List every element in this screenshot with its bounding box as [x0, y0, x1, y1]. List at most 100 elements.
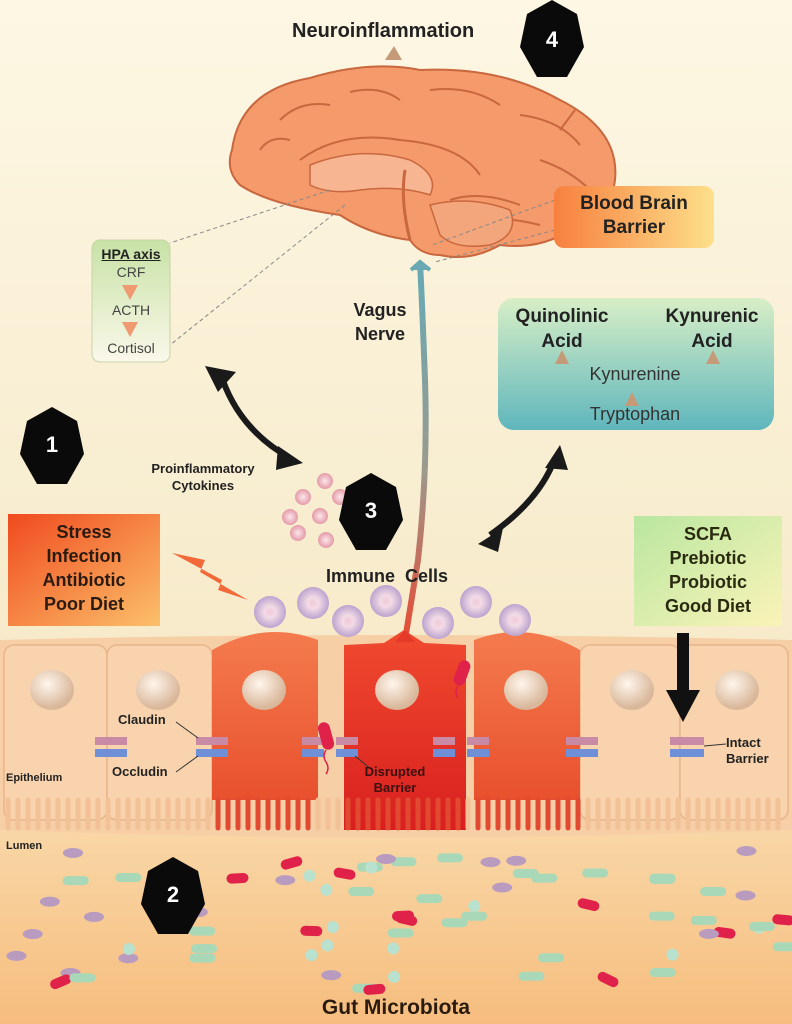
round-bacterium — [468, 900, 481, 913]
round-bacterium — [122, 942, 135, 955]
epithelial-cells-left — [3, 644, 213, 821]
infection-line: Infection — [46, 546, 122, 566]
hpa-cortisol: Cortisol — [107, 340, 155, 356]
round-bacterium — [388, 970, 401, 983]
step-4-marker: 4 — [545, 27, 559, 52]
purple-bacterium — [698, 928, 719, 939]
arrow-head-immune — [478, 528, 503, 552]
hpa-heading: HPA axis — [101, 246, 161, 262]
cytokines-line-1: Proinflammatory — [151, 461, 255, 476]
green-bacterium — [189, 953, 216, 963]
step-1-marker: 1 — [45, 432, 59, 457]
bbb-line-1: Blood Brain — [580, 193, 688, 214]
kynurenic-line-2: Acid — [691, 331, 733, 352]
microvilli-inflamed — [215, 797, 581, 831]
arrow-head-cytokines — [276, 446, 303, 470]
stress-line: Stress — [56, 522, 112, 542]
inflamed-cell-right — [474, 632, 580, 800]
tight-junctions — [95, 737, 704, 757]
purple-bacterium — [735, 890, 756, 901]
step-markers — [20, 0, 584, 934]
hpa-arrow-1 — [122, 285, 138, 300]
green-bacterium — [690, 915, 717, 925]
immune-cells-label: Immune Cells — [326, 566, 449, 586]
gut-microbes — [6, 845, 792, 995]
round-bacterium — [303, 869, 316, 882]
pathogenic-bacterium — [577, 898, 600, 911]
green-bacterium — [441, 918, 468, 928]
probiotic-line: Probiotic — [668, 572, 747, 592]
arrow-head-kynurenine — [545, 445, 568, 470]
scfa-line: SCFA — [683, 524, 732, 544]
prebiotic-line: Prebiotic — [669, 548, 747, 568]
claudin-label: Claudin — [118, 712, 166, 727]
round-bacterium — [305, 949, 318, 962]
disrupted-cell — [344, 630, 466, 830]
disrupted-line-2: Barrier — [373, 780, 417, 795]
green-bacterium — [518, 971, 545, 981]
kynurenic-line-1: Kynurenic — [665, 306, 759, 327]
round-bacterium — [326, 921, 339, 934]
green-bacterium — [582, 868, 609, 878]
green-bacterium — [69, 973, 96, 983]
green-bacterium — [436, 853, 463, 863]
protective-factors-text: SCFA Prebiotic Probiotic Good Diet — [634, 522, 782, 618]
lumen-region — [0, 820, 792, 1024]
kynurenine-label: Kynurenine — [589, 364, 681, 384]
lumen-label: Lumen — [6, 840, 43, 852]
good-diet-line: Good Diet — [665, 596, 751, 616]
green-bacterium — [390, 857, 417, 867]
hpa-axis-box — [91, 239, 171, 363]
pathogenic-bacterium — [772, 914, 792, 926]
green-bacterium — [700, 887, 727, 897]
green-bacterium — [649, 968, 676, 978]
tryptophan-label: Tryptophan — [589, 404, 681, 424]
brain-dashed-lines — [169, 189, 556, 346]
purple-bacterium — [321, 970, 342, 981]
intact-barrier-label: Intact Barrier — [726, 735, 769, 767]
purple-bacterium — [480, 857, 501, 868]
purple-bacterium — [39, 896, 60, 907]
step-3-marker: 3 — [364, 498, 378, 523]
round-bacterium — [666, 948, 679, 961]
green-bacterium — [461, 911, 488, 921]
purple-bacterium — [492, 882, 513, 893]
hpa-crf: CRF — [116, 264, 146, 280]
down-arrow-icon — [666, 633, 700, 722]
hpa-arrow-2 — [122, 322, 138, 337]
green-bacterium — [538, 953, 565, 963]
protective-factors-box — [634, 516, 782, 626]
epithelial-cells-right — [579, 644, 789, 821]
step-2-marker: 2 — [166, 882, 180, 907]
pathogenic-bacterium — [395, 913, 418, 926]
purple-bacterium — [62, 847, 83, 858]
kynurenic-acid-label: Kynurenic Acid — [650, 304, 774, 354]
green-bacterium — [772, 942, 792, 952]
inflamed-cell-left — [212, 632, 318, 800]
green-bacterium — [748, 922, 775, 932]
green-bacterium — [348, 886, 375, 896]
purple-bacterium — [22, 929, 43, 940]
pathogenic-bacterium — [597, 971, 619, 988]
quinolinic-line-2: Acid — [541, 331, 583, 352]
round-bacterium — [365, 861, 378, 874]
blood-brain-barrier-label: Blood Brain Barrier — [554, 192, 714, 240]
round-bacterium — [387, 942, 400, 955]
purple-bacterium — [275, 875, 296, 886]
pathogenic-bacterium — [363, 983, 386, 995]
vagus-nerve-root — [395, 630, 415, 642]
pathogenic-bacterium — [280, 856, 303, 870]
brain — [228, 65, 617, 258]
translocating-bacteria — [317, 660, 471, 775]
pathogenic-bacterium — [50, 974, 72, 990]
vagus-line-1: Vagus — [353, 300, 407, 320]
pathogenic-bacterium — [333, 867, 356, 880]
pathogenic-bacterium — [226, 872, 249, 884]
vagus-nerve-tip — [409, 259, 432, 272]
vagus-nerve — [402, 261, 429, 641]
occludin-label: Occludin — [112, 764, 168, 779]
title-neuroinflammation: Neuroinflammation — [292, 20, 475, 42]
vagus-line-2: Nerve — [354, 324, 406, 344]
green-bacterium — [649, 874, 676, 884]
